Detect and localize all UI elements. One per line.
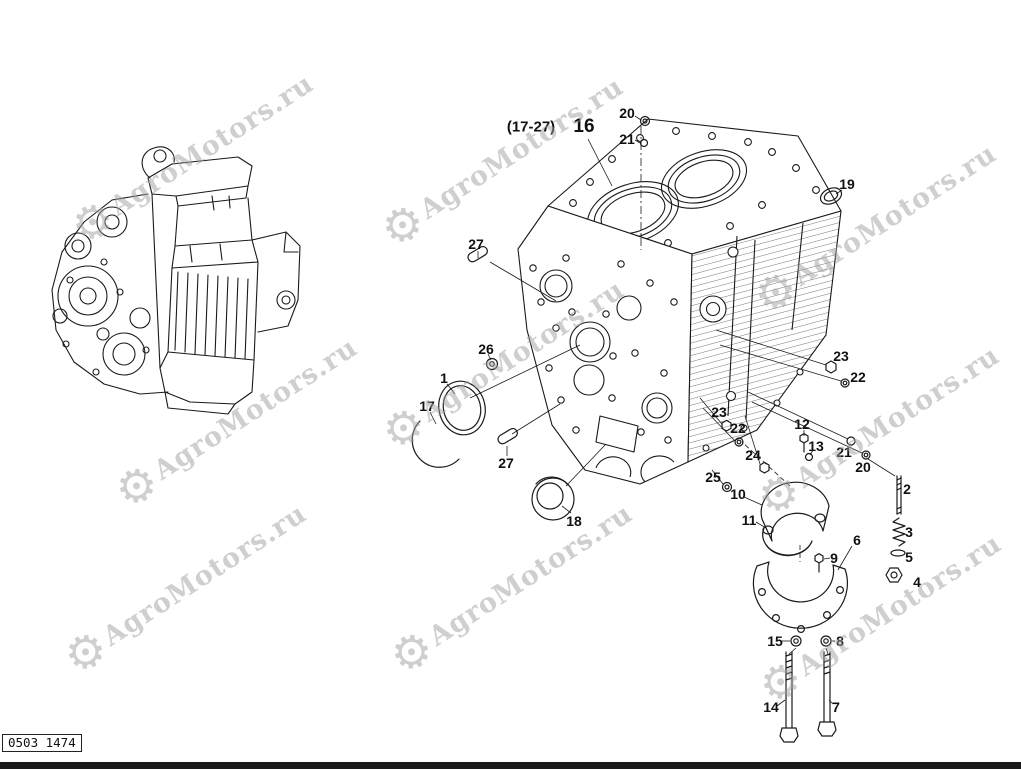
part-bolt-14 — [779, 651, 799, 743]
part-bearing-shell-11 — [762, 527, 813, 557]
exploded-parts — [411, 115, 906, 743]
part-seal-ring-1 — [438, 380, 486, 436]
part-dowel-pin-27a — [467, 245, 488, 263]
part-bearing-cap-10 — [760, 481, 830, 542]
part-washer-5 — [890, 549, 906, 557]
part-bearing-shell-17 — [411, 420, 460, 468]
part-seal-housing-6 — [752, 561, 848, 633]
engine-assembly-illustration — [51, 146, 301, 415]
part-nut-4 — [885, 567, 903, 583]
part-stud-2 — [896, 475, 902, 515]
footer-bar — [0, 762, 1021, 769]
cylinder-block-drawing — [517, 118, 842, 485]
part-spring-3 — [892, 517, 906, 547]
part-dowel-pin-27b — [497, 427, 518, 445]
part-bush-18 — [531, 476, 575, 521]
figure-code-plate: 0503 1474 — [2, 734, 82, 752]
figure-code: 0503 1474 — [8, 735, 76, 750]
part-bolt-7 — [817, 651, 837, 737]
leader-lines — [429, 115, 896, 707]
